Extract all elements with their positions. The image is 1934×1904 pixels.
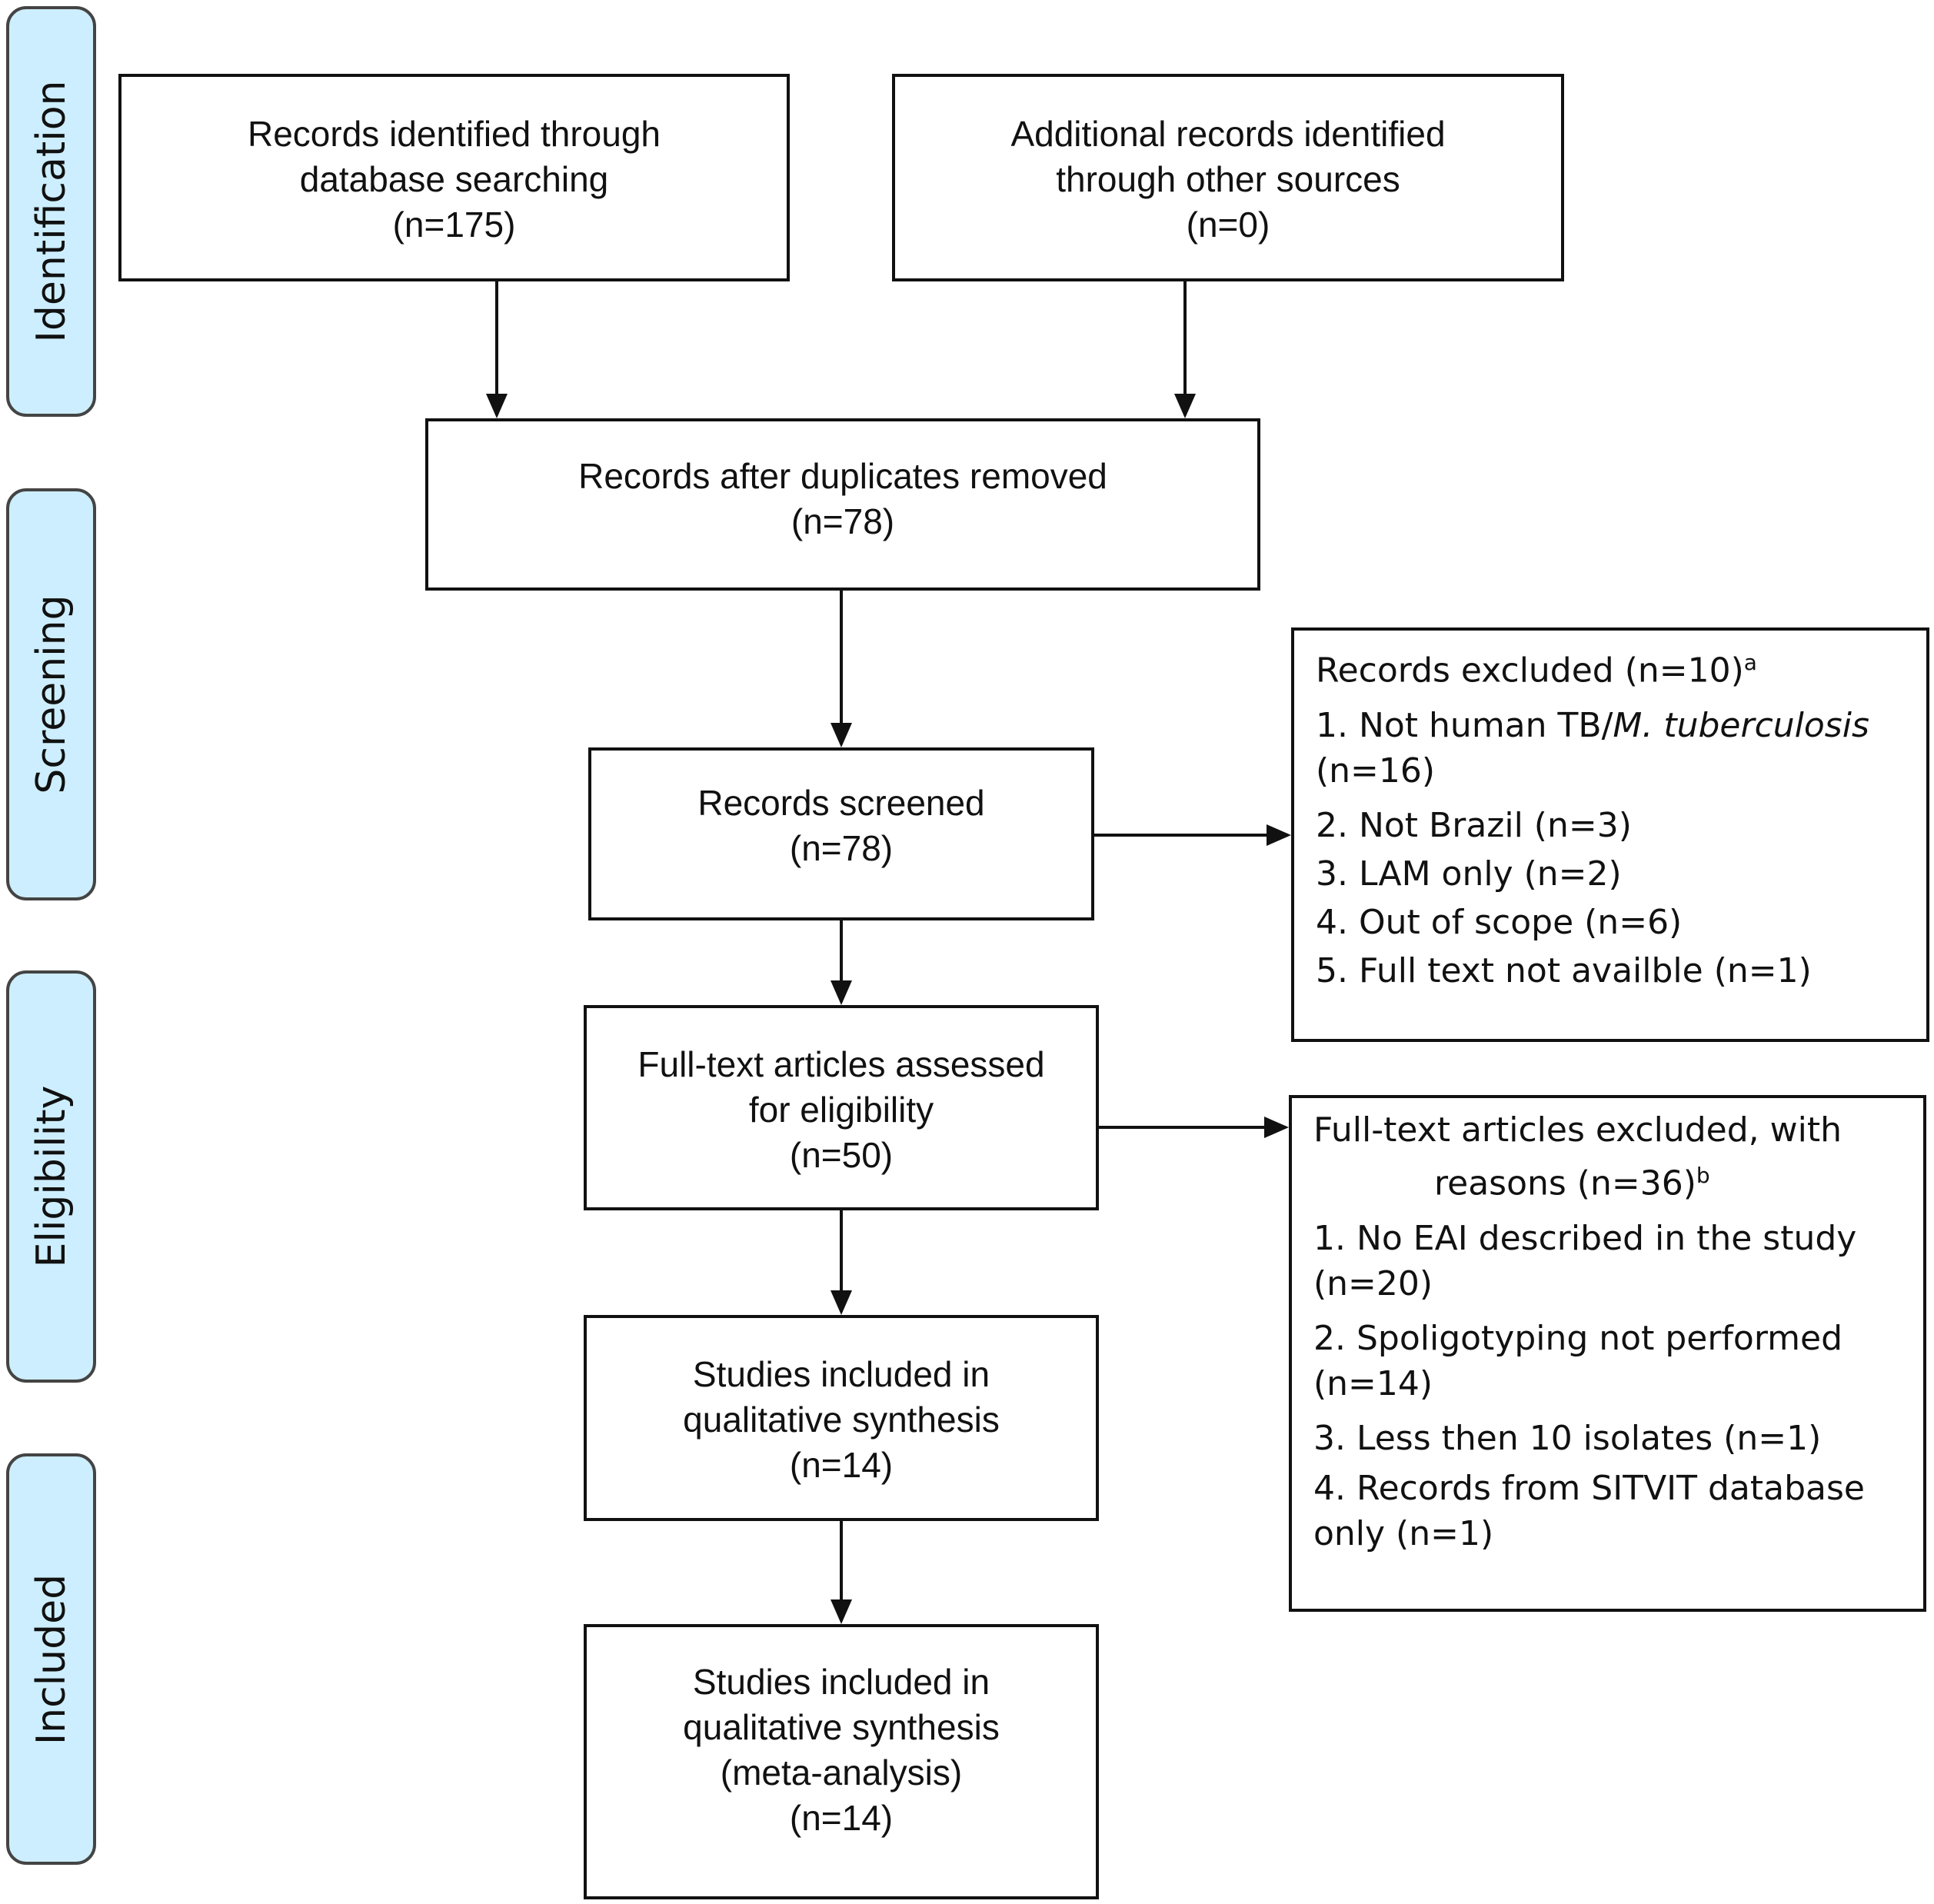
text-line: Studies included in — [692, 1354, 990, 1394]
reason-count: (n=16) — [1316, 751, 1436, 791]
exclusion-reason: 2. Spoligotyping not performed (n=14) — [1313, 1316, 1923, 1406]
reason-count: (n=20) — [1313, 1263, 1433, 1303]
title-text: Records excluded (n=10) — [1316, 651, 1744, 691]
text-line: (meta-analysis) — [720, 1753, 963, 1792]
reason-text: 2. Spoligotyping not performed — [1313, 1318, 1843, 1358]
text-line: qualitative synthesis — [683, 1707, 1000, 1747]
text-line: (n=14) — [789, 1445, 894, 1485]
arrowhead — [1264, 1117, 1289, 1138]
stage-included: Included — [6, 1453, 96, 1865]
records-excluded-title: Records excluded (n=10)a — [1316, 640, 1926, 694]
stage-eligibility: Eligibility — [6, 970, 96, 1383]
reason-text: 1. Not human TB/ — [1316, 705, 1613, 745]
text-line: Additional records identified — [1010, 114, 1446, 154]
box-fulltext-excluded: Full-text articles excluded, with reason… — [1289, 1095, 1926, 1612]
text-line: Full-text articles assessed — [637, 1044, 1045, 1084]
box-qualitative-synthesis: Studies included in qualitative synthesi… — [584, 1315, 1099, 1521]
text-line: Records identified through — [248, 114, 661, 154]
text-line: (n=14) — [789, 1798, 894, 1838]
stage-identification: Identification — [6, 6, 96, 417]
arrowhead — [831, 1290, 852, 1315]
arrowhead — [831, 1599, 852, 1624]
arrowhead — [486, 394, 508, 418]
exclusion-reason: 2. Not Brazil (n=3) — [1316, 805, 1632, 845]
text-line: Records screened — [697, 783, 985, 823]
box-duplicates-removed: Records after duplicates removed (n=78) — [425, 418, 1260, 591]
stage-screening: Screening — [6, 488, 96, 900]
box-records-excluded: Records excluded (n=10)a 1. Not human TB… — [1291, 627, 1929, 1042]
arrowhead — [1174, 394, 1196, 418]
box-fulltext-assessed: Full-text articles assessed for eligibil… — [584, 1005, 1099, 1210]
text-line: for eligibility — [748, 1090, 934, 1130]
arrowhead — [831, 980, 852, 1005]
text-line: (n=0) — [1186, 205, 1270, 245]
box-other-sources: Additional records identified through ot… — [892, 74, 1564, 281]
exclusion-reason: 1. No EAI described in the study (n=20) — [1313, 1216, 1923, 1307]
exclusion-reason: 4. Records from SITVIT database only (n=1… — [1313, 1466, 1923, 1556]
text-line: (n=175) — [392, 205, 516, 245]
exclusion-reason: 1. Not human TB/M. tuberculosis (n=16) — [1316, 703, 1926, 794]
reason-text: 4. Records from SITVIT database — [1313, 1468, 1865, 1508]
box-meta-analysis: Studies included in qualitative synthesi… — [584, 1624, 1099, 1899]
reason-count: (n=14) — [1313, 1363, 1433, 1403]
exclusion-reason: 5. Full text not availble (n=1) — [1316, 950, 1812, 990]
exclusion-reason: 3. Less then 10 isolates (n=1) — [1313, 1416, 1923, 1461]
reason-text: 1. No EAI described in the study — [1313, 1218, 1857, 1258]
text-line: (n=78) — [791, 501, 895, 541]
text-line: Records after duplicates removed — [578, 456, 1107, 496]
text-line: Studies included in — [692, 1662, 990, 1702]
footnote-marker: a — [1743, 650, 1757, 675]
arrowhead — [831, 723, 852, 747]
exclusion-reason: 3. LAM only (n=2) — [1316, 854, 1622, 894]
text-line: (n=50) — [789, 1135, 894, 1175]
text-line: (n=78) — [789, 828, 894, 868]
exclusion-reason: 4. Out of scope (n=6) — [1316, 902, 1683, 942]
reason-count: only (n=1) — [1313, 1513, 1494, 1553]
title-text: reasons (n=36) — [1434, 1163, 1696, 1203]
fulltext-excluded-title: Full-text articles excluded, with — [1313, 1110, 1842, 1150]
reason-italic: M. tuberculosis — [1613, 705, 1869, 745]
footnote-marker: b — [1696, 1163, 1710, 1188]
box-database-records: Records identified through database sear… — [118, 74, 790, 281]
fulltext-excluded-title-2: reasons (n=36)b — [1313, 1153, 1923, 1207]
text-line: qualitative synthesis — [683, 1400, 1000, 1440]
box-records-screened: Records screened (n=78) — [588, 747, 1094, 920]
text-line: database searching — [299, 159, 609, 199]
text-line: through other sources — [1056, 159, 1400, 199]
reason-text: 3. Less then 10 isolates (n=1) — [1313, 1418, 1822, 1458]
arrowhead — [1267, 824, 1291, 846]
